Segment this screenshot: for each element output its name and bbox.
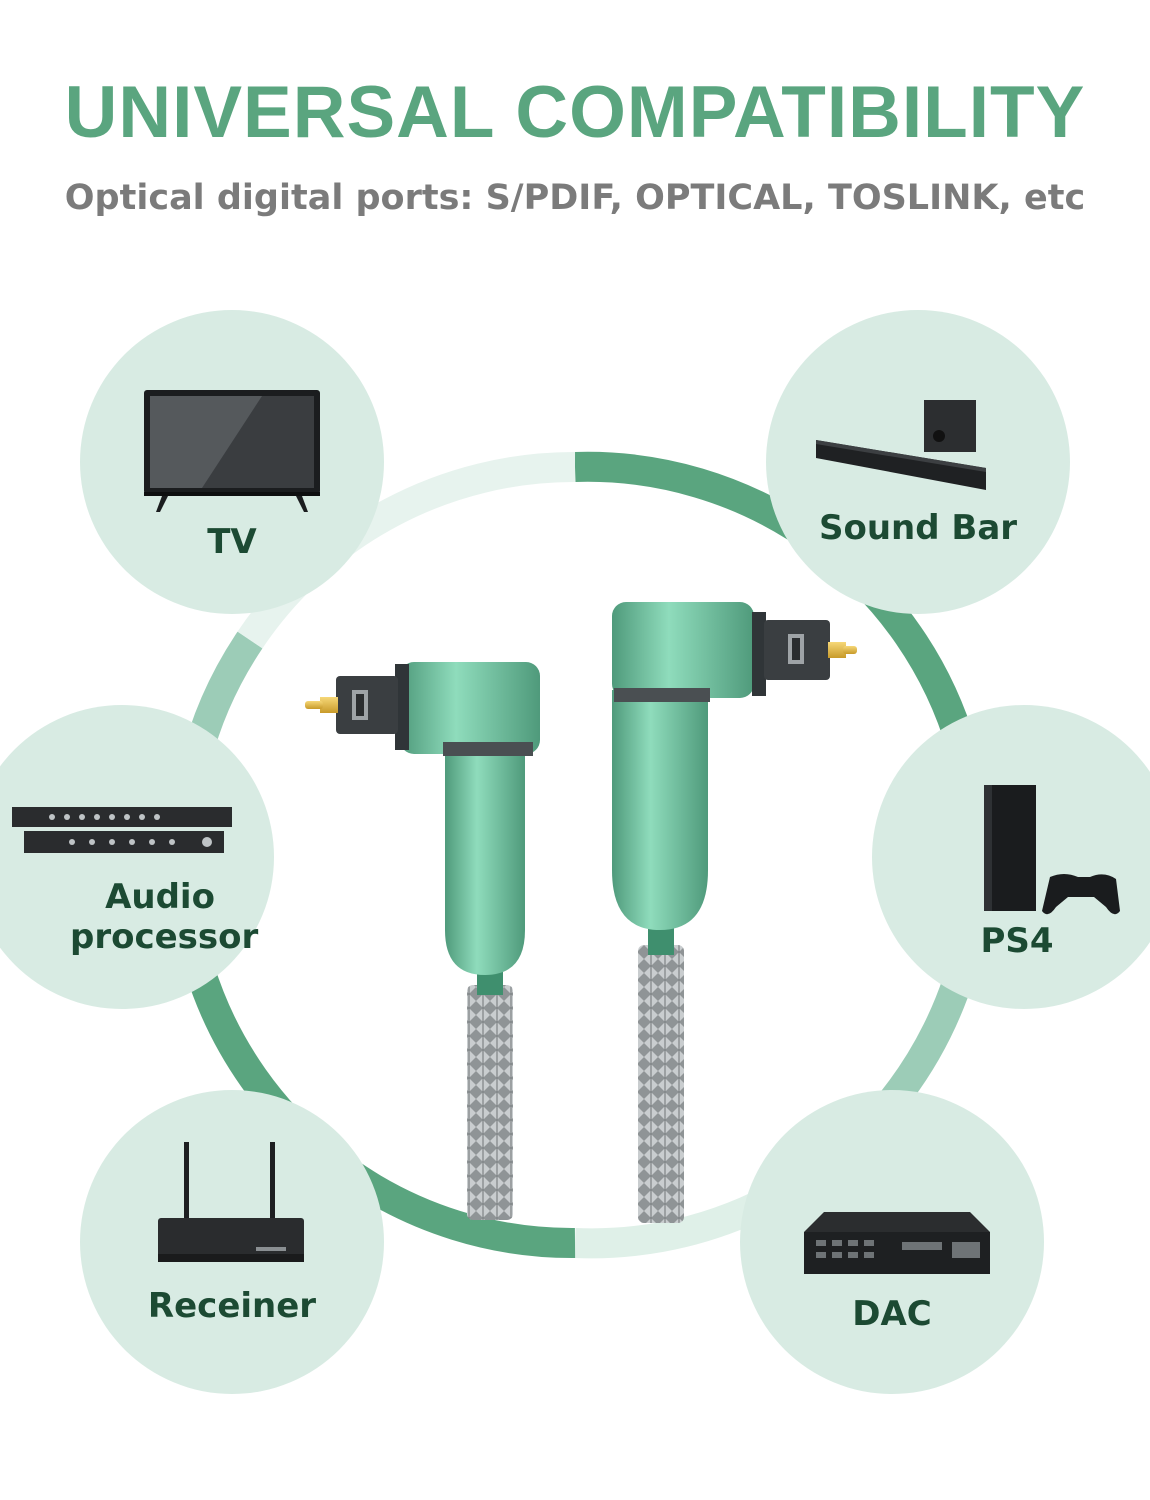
page-subtitle: Optical digital ports: S/PDIF, OPTICAL, …	[64, 178, 1086, 218]
device-receiver-label: Receiner	[147, 1286, 317, 1326]
device-receiver: Receiner	[80, 1090, 384, 1394]
device-ps4: PS4	[872, 705, 1150, 1009]
device-dac: DAC	[740, 1090, 1044, 1394]
tv-icon	[144, 390, 320, 512]
device-audio-processor-label: Audio processor	[70, 877, 259, 957]
device-dac-label: DAC	[852, 1294, 932, 1334]
router-icon	[158, 1142, 304, 1262]
page-title: UNIVERSAL COMPATIBILITY	[64, 72, 1086, 153]
device-audio-processor: Audio processor	[0, 705, 274, 1009]
game-console-icon	[984, 785, 1120, 915]
sound-bar-icon	[816, 400, 986, 490]
device-tv: TV	[80, 310, 384, 614]
device-sound-bar-label: Sound Bar	[818, 508, 1018, 548]
audio-processor-icon	[12, 807, 232, 853]
right-connector	[612, 602, 857, 1223]
device-ps4-label: PS4	[980, 921, 1054, 961]
device-tv-label: TV	[207, 522, 257, 562]
left-connector	[305, 662, 540, 1220]
device-sound-bar: Sound Bar	[766, 310, 1070, 614]
dac-icon	[804, 1212, 990, 1274]
